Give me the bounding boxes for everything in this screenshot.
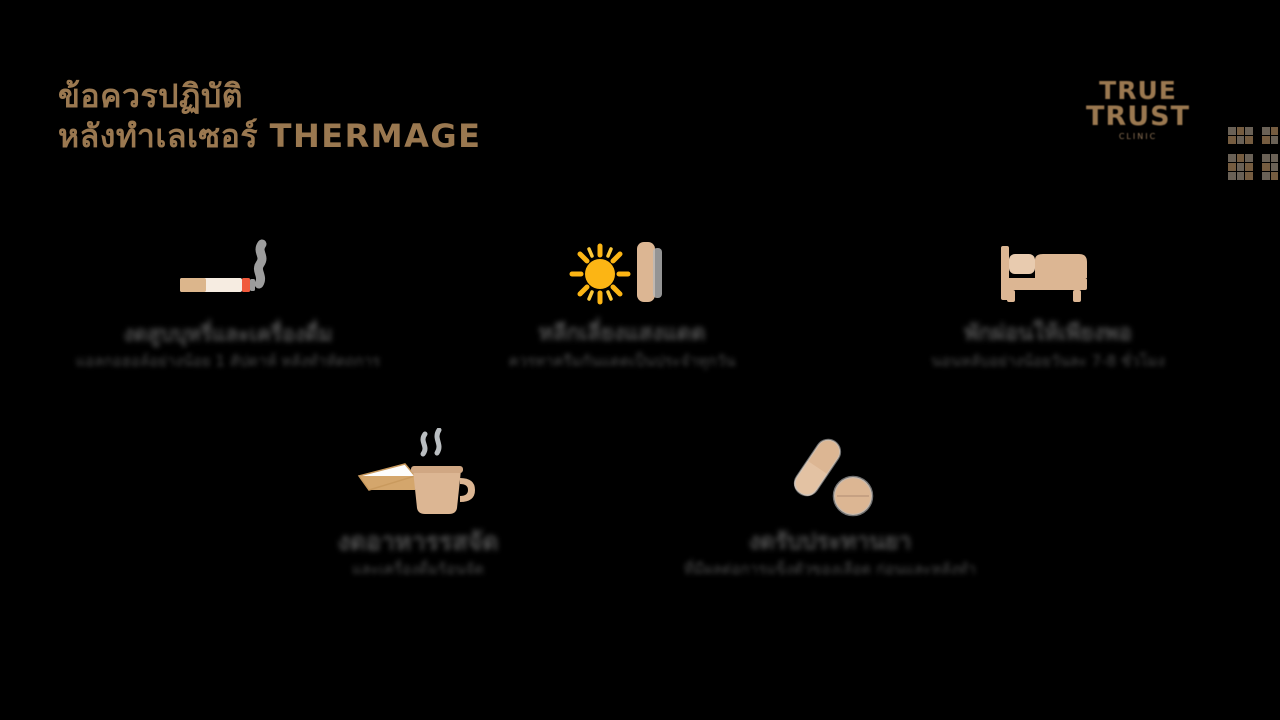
advice-item-sun-exposure: หลีกเลี่ยงแสงแดด ควรทาครีมกันแดดเป็นประจ…	[452, 232, 792, 372]
item-title: งดรับประทานยา	[748, 529, 912, 555]
qr-cell	[1236, 172, 1245, 180]
title-line-2: หลังทำเลเซอร์ THERMAGE	[58, 116, 698, 156]
qr-cell	[1254, 127, 1261, 135]
advice-item-sleep: พักผ่อนให้เพียงพอ นอนหลับอย่างน้อยวันละ …	[878, 232, 1218, 372]
icon-container	[660, 438, 1000, 518]
qr-cell	[1228, 163, 1236, 171]
title-line-2-thai: หลังทำเลเซอร์	[58, 117, 270, 155]
qr-cell	[1270, 163, 1278, 171]
logo-word-trust: TRUST	[1086, 101, 1190, 132]
icon-container	[248, 428, 588, 518]
qr-cell	[1262, 145, 1269, 153]
qr-cell	[1228, 118, 1235, 126]
icon-container	[878, 232, 1218, 310]
qr-cell	[1270, 154, 1278, 162]
qr-cell	[1228, 154, 1236, 162]
qr-cell	[1220, 145, 1227, 153]
qr-cell	[1254, 118, 1261, 126]
icon-container	[58, 232, 398, 310]
title-line-1: ข้อควรปฏิบัติ	[58, 77, 244, 115]
item-desc: ควรทาครีมกันแดดเป็นประจำทุกวัน	[508, 352, 736, 370]
advice-item-hot-drinks: งดอาหารรสจัด และเครื่องดื่มร้อนจัด	[248, 428, 588, 580]
item-title: หลีกเลี่ยงแสงแดด	[538, 321, 706, 346]
item-title: พักผ่อนให้เพียงพอ	[964, 321, 1132, 346]
page-title: ข้อควรปฏิบัติ หลังทำเลเซอร์ THERMAGE	[58, 76, 698, 156]
bed-icon	[1001, 246, 1087, 302]
item-desc: แอลกอฮอล์อย่างน้อย 1 สัปดาห์ หลังทำหัตถก…	[75, 352, 381, 370]
qr-cell	[1236, 154, 1245, 162]
qr-cell	[1220, 127, 1227, 135]
cigarette-icon	[180, 239, 267, 292]
qr-cell	[1220, 163, 1227, 171]
qr-cell	[1245, 127, 1253, 135]
qr-cell	[1270, 127, 1278, 135]
qr-cell	[1245, 172, 1253, 180]
advice-item-medication: งดรับประทานยา ที่มีผลต่อการแข็งตัวของเลื…	[660, 438, 1000, 580]
qr-cell	[1262, 172, 1270, 180]
qr-cell	[1236, 136, 1245, 144]
item-title: งดสูบบุหรี่และเครื่องดื่ม	[123, 322, 333, 346]
qr-cell	[1245, 163, 1253, 171]
item-title: งดอาหารรสจัด	[337, 527, 499, 556]
qr-cell	[1220, 154, 1227, 162]
qr-cell	[1262, 154, 1270, 162]
qr-cell	[1220, 118, 1227, 126]
logo-subtitle: CLINIC	[1118, 132, 1158, 141]
advice-item-smoking: งดสูบบุหรี่และเครื่องดื่ม แอลกอฮอล์อย่าง…	[58, 232, 398, 372]
brand-logo: TRUE TRUST CLINIC	[1068, 76, 1208, 142]
qr-cell	[1245, 118, 1252, 126]
qr-cell	[1245, 136, 1253, 144]
hot-drink-icon	[357, 428, 475, 514]
pills-icon	[793, 438, 874, 517]
qr-cell	[1254, 145, 1261, 153]
qr-cell	[1271, 118, 1278, 126]
qr-cell	[1220, 136, 1227, 144]
qr-cell	[1262, 118, 1269, 126]
qr-cell	[1228, 145, 1235, 153]
title-line-2-latin: THERMAGE	[269, 117, 482, 155]
qr-cell	[1228, 136, 1236, 144]
qr-cell	[1262, 136, 1270, 144]
qr-cell	[1254, 172, 1261, 180]
qr-cell	[1262, 127, 1270, 135]
item-desc: ที่มีผลต่อการแข็งตัวของเลือด ก่อนและหลัง…	[684, 560, 976, 578]
qr-cell	[1236, 163, 1245, 171]
qr-code[interactable]	[1220, 118, 1278, 180]
qr-cell	[1262, 163, 1270, 171]
qr-cell	[1254, 163, 1261, 171]
qr-cell	[1237, 118, 1244, 126]
qr-cell	[1270, 172, 1278, 180]
icon-container	[452, 232, 792, 310]
qr-cell	[1228, 127, 1236, 135]
logo-word-true: TRUE	[1099, 76, 1177, 105]
qr-cell	[1237, 145, 1244, 153]
qr-cell	[1254, 136, 1261, 144]
qr-cell	[1245, 154, 1253, 162]
item-desc: และเครื่องดื่มร้อนจัด	[352, 560, 484, 578]
sun-exposure-icon	[569, 242, 662, 305]
qr-cell	[1271, 145, 1278, 153]
qr-cell	[1254, 154, 1261, 162]
qr-cell	[1228, 172, 1236, 180]
qr-cell	[1236, 127, 1245, 135]
item-desc: นอนหลับอย่างน้อยวันละ 7-8 ชั่วโมง	[931, 352, 1165, 370]
qr-cell	[1245, 145, 1252, 153]
qr-cell	[1270, 136, 1278, 144]
qr-cell	[1220, 172, 1227, 180]
